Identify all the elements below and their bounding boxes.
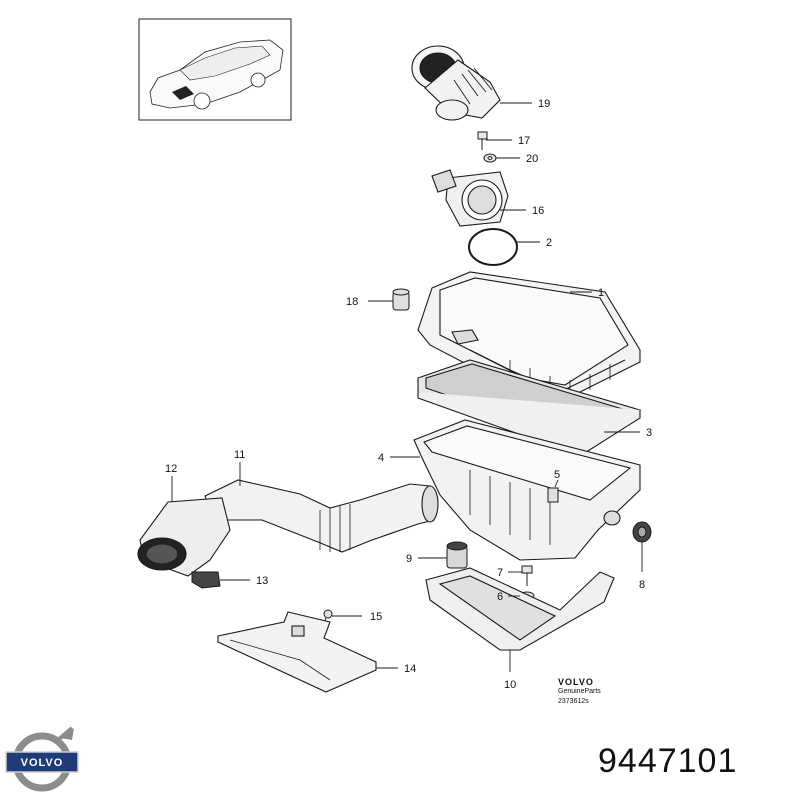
callout-17: 17	[518, 135, 530, 147]
callout-labels: 19 17 20 16 2 18 1 3 4 5 12 11 13 9 7 6 …	[165, 98, 652, 691]
clip-13	[191, 571, 221, 589]
intake-duct-11	[204, 479, 439, 553]
callout-8: 8	[639, 579, 645, 591]
filter-housing-4	[413, 419, 641, 561]
grommet-8	[632, 521, 652, 543]
callout-6: 6	[497, 591, 503, 603]
car-inset	[138, 18, 292, 121]
seal-ring-2	[468, 228, 518, 266]
callout-9: 9	[406, 553, 412, 565]
screw-7	[521, 565, 533, 586]
brand-subtitle: GenuineParts	[558, 688, 601, 695]
callout-2: 2	[546, 237, 552, 249]
callout-14: 14	[404, 663, 416, 675]
part-number: 9447101	[598, 742, 738, 780]
brand-name: VOLVO	[558, 677, 594, 687]
callout-13: 13	[256, 575, 268, 587]
callout-20: 20	[526, 153, 538, 165]
washer-20	[483, 153, 497, 163]
volvo-logo: VOLVO	[5, 726, 79, 792]
genuine-parts-stamp: VOLVO GenuineParts 2373612s	[558, 677, 601, 707]
callout-7: 7	[497, 567, 503, 579]
splash-shield-14	[217, 611, 377, 693]
callout-10: 10	[504, 679, 516, 691]
callout-18: 18	[346, 296, 358, 308]
leader-lines	[171, 102, 643, 672]
filter-cover-1	[417, 271, 641, 403]
callout-4: 4	[378, 452, 384, 464]
inlet-snorkel-12	[137, 497, 231, 577]
rubber-grommet-18	[392, 288, 410, 311]
callout-1: 1	[598, 287, 604, 299]
logo-text: VOLVO	[21, 757, 64, 769]
rubber-mount-9	[446, 541, 468, 569]
callout-19: 19	[538, 98, 550, 110]
drawing-id: 2373612s	[558, 698, 589, 705]
intake-bellows-19	[411, 45, 501, 121]
clip-5	[547, 487, 559, 503]
callout-11: 11	[234, 449, 245, 461]
callout-12: 12	[165, 463, 177, 475]
screw-17	[477, 131, 488, 150]
callout-16: 16	[532, 205, 544, 217]
filter-element-3	[417, 359, 642, 457]
air-mass-meter-16	[431, 169, 509, 227]
callout-5: 5	[554, 469, 560, 481]
callout-3: 3	[646, 427, 652, 439]
bracket-10	[425, 567, 615, 651]
callout-15: 15	[370, 611, 382, 623]
